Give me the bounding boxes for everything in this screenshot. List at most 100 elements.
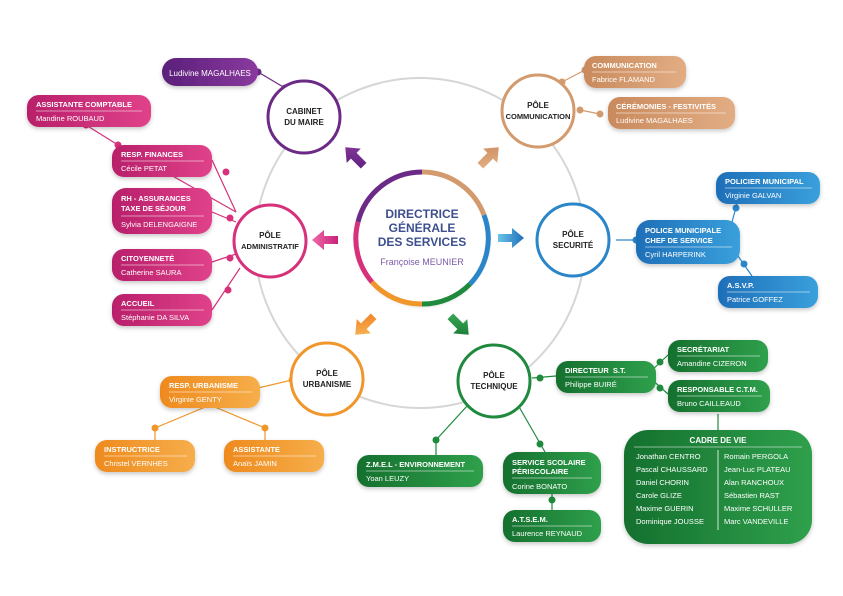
cadre-member: Jean-Luc PLATEAU — [724, 465, 791, 474]
pole-securite-line2: SECURITÉ — [553, 241, 594, 250]
cadre-member: Daniel CHORIN — [636, 478, 689, 487]
card-communication: COMMUNICATION Fabrice FLAMAND — [584, 56, 686, 88]
pole-cabinet-line1: CABINET — [286, 107, 322, 116]
arrow-communication-icon — [477, 147, 499, 169]
card-instructrice-title: INSTRUCTRICE — [104, 445, 160, 454]
card-ctm-name: Bruno CAILLEAUD — [677, 399, 741, 408]
arrow-admin-icon — [312, 230, 338, 250]
card-rh-title2: TAXE DE SÉJOUR — [121, 204, 186, 213]
card-instructrice-name: Christel VERNHES — [104, 459, 168, 468]
arrow-cabinet-icon — [345, 147, 367, 169]
pole-communication: PÔLE COMMUNICATION — [500, 73, 576, 149]
card-chef-title2: CHEF DE SERVICE — [645, 236, 713, 245]
pole-securite: PÔLE SECURITÉ — [535, 202, 611, 278]
cadre-member: Alan RANCHOUX — [724, 478, 784, 487]
pole-admin-line2: ADMINISTRATIF — [241, 242, 299, 251]
card-rh-title1: RH - ASSURANCES — [121, 194, 191, 203]
card-asvp-title: A.S.V.P. — [727, 281, 754, 290]
card-atsem-name: Laurence REYNAUD — [512, 529, 583, 538]
cadre-list-right: Romain PERGOLA Jean-Luc PLATEAU Alan RAN… — [724, 452, 793, 526]
cadre-member: Maxime SCHULLER — [724, 504, 793, 513]
card-ctm: RESPONSABLE C.T.M. Bruno CAILLEAUD — [668, 380, 770, 412]
card-comptable: ASSISTANTE COMPTABLE Mandine ROUBAUD — [27, 95, 151, 127]
card-zmel-name: Yoan LEUZY — [366, 474, 409, 483]
pole-securite-line1: PÔLE — [562, 230, 584, 239]
pole-technique-line2: TECHNIQUE — [470, 382, 518, 391]
card-asvp-name: Patrice GOFFEZ — [727, 295, 783, 304]
card-ctm-title: RESPONSABLE C.T.M. — [677, 385, 758, 394]
card-communication-name: Fabrice FLAMAND — [592, 75, 656, 84]
center-title-3: DES SERVICES — [378, 235, 466, 249]
card-secretariat-title: SECRÉTARIAT — [677, 345, 730, 354]
pole-urbanisme-line2: URBANISME — [303, 380, 352, 389]
card-finances-name: Cécile PETAT — [121, 164, 167, 173]
cadre-member: Maxime GUERIN — [636, 504, 694, 513]
card-ceremonies-name: Ludivine MAGALHAES — [616, 116, 693, 125]
pole-technique: PÔLE TECHNIQUE — [456, 343, 532, 419]
center-name: Françoise MEUNIER — [380, 257, 464, 267]
card-chef-service: POLICE MUNICIPALE CHEF DE SERVICE Cyril … — [636, 220, 740, 264]
card-directeur-name: Philippe BUIRÉ — [565, 380, 617, 389]
card-policier-name: Virginie GALVAN — [725, 191, 781, 200]
card-secretariat-name: Amandine CIZERON — [677, 359, 747, 368]
card-secretariat: SECRÉTARIAT Amandine CIZERON — [668, 340, 768, 372]
card-ceremonies-title: CÉRÉMONIES - FESTIVITÉS — [616, 102, 716, 111]
card-assistante: ASSISTANTE Anaïs JAMIN — [224, 440, 324, 472]
card-citoyennete-title: CITOYENNETÉ — [121, 254, 174, 263]
card-communication-title: COMMUNICATION — [592, 61, 657, 70]
card-resp-urbanisme-name: Virginie GENTY — [169, 395, 222, 404]
card-accueil: ACCUEIL Stéphanie DA SILVA — [112, 294, 212, 326]
arrow-technique-icon — [447, 313, 469, 335]
card-citoyennete: CITOYENNETÉ Catherine SAURA — [112, 249, 212, 281]
pole-urbanisme: PÔLE URBANISME — [289, 341, 365, 417]
card-ceremonies: CÉRÉMONIES - FESTIVITÉS Ludivine MAGALHA… — [608, 97, 735, 129]
card-zmel-title: Z.M.E.L - ENVIRONNEMENT — [366, 460, 465, 469]
pole-cabinet-line2: DU MAIRE — [284, 118, 324, 127]
card-scolaire-title1: SERVICE SCOLAIRE — [512, 458, 586, 467]
card-comptable-title: ASSISTANTE COMPTABLE — [36, 100, 132, 109]
card-accueil-title: ACCUEIL — [121, 299, 155, 308]
card-rh-name: Sylvia DELENGAIGNE — [121, 220, 197, 229]
card-assistante-title: ASSISTANTE — [233, 445, 280, 454]
cadre-member: Pascal CHAUSSARD — [636, 465, 708, 474]
card-asvp: A.S.V.P. Patrice GOFFEZ — [718, 276, 818, 308]
card-instructrice: INSTRUCTRICE Christel VERNHES — [95, 440, 195, 472]
card-finances: RESP. FINANCES Cécile PETAT — [112, 145, 212, 177]
cadre-member: Carole GLIZE — [636, 491, 682, 500]
card-policier-title: POLICIER MUNICIPAL — [725, 177, 804, 186]
card-scolaire: SERVICE SCOLAIRE PÉRISCOLAIRE Corine BON… — [503, 452, 601, 494]
card-cabinet: Ludivine MAGALHAES — [162, 58, 258, 86]
pole-technique-line1: PÔLE — [483, 371, 505, 380]
card-comptable-name: Mandine ROUBAUD — [36, 114, 105, 123]
pole-admin-line1: PÔLE — [259, 231, 281, 240]
cadre-member: Romain PERGOLA — [724, 452, 788, 461]
card-directeur-title: DIRECTEUR S.T. — [565, 366, 626, 375]
card-accueil-name: Stéphanie DA SILVA — [121, 313, 189, 322]
card-rh: RH - ASSURANCES TAXE DE SÉJOUR Sylvia DE… — [112, 188, 212, 234]
card-directeur-st: DIRECTEUR S.T. Philippe BUIRÉ — [556, 361, 656, 393]
card-atsem-title: A.T.S.E.M. — [512, 515, 548, 524]
card-scolaire-title2: PÉRISCOLAIRE — [512, 467, 568, 476]
card-cabinet-name: Ludivine MAGALHAES — [169, 69, 251, 78]
card-cadre-de-vie: CADRE DE VIE — [624, 430, 812, 544]
card-resp-urbanisme-title: RESP. URBANISME — [169, 381, 238, 390]
card-finances-title: RESP. FINANCES — [121, 150, 183, 159]
card-citoyennete-name: Catherine SAURA — [121, 268, 181, 277]
card-scolaire-name: Corine BONATO — [512, 482, 567, 491]
center-title-1: DIRECTRICE — [385, 207, 458, 221]
card-atsem: A.T.S.E.M. Laurence REYNAUD — [503, 510, 601, 542]
card-cadre-title: CADRE DE VIE — [690, 436, 748, 445]
card-policier: POLICIER MUNICIPAL Virginie GALVAN — [716, 172, 820, 204]
card-assistante-name: Anaïs JAMIN — [233, 459, 277, 468]
center-ring — [353, 169, 491, 307]
pole-urbanisme-line1: PÔLE — [316, 369, 338, 378]
arrow-urbanisme-icon — [355, 313, 377, 335]
card-chef-title1: POLICE MUNICIPALE — [645, 226, 721, 235]
card-chef-name: Cyril HARPERINK — [645, 250, 706, 259]
center-node — [356, 172, 488, 304]
card-zmel: Z.M.E.L - ENVIRONNEMENT Yoan LEUZY — [357, 455, 483, 487]
card-resp-urbanisme: RESP. URBANISME Virginie GENTY — [160, 376, 260, 408]
pole-communication-line2: COMMUNICATION — [506, 112, 571, 121]
pole-cabinet: CABINET DU MAIRE — [266, 79, 342, 155]
